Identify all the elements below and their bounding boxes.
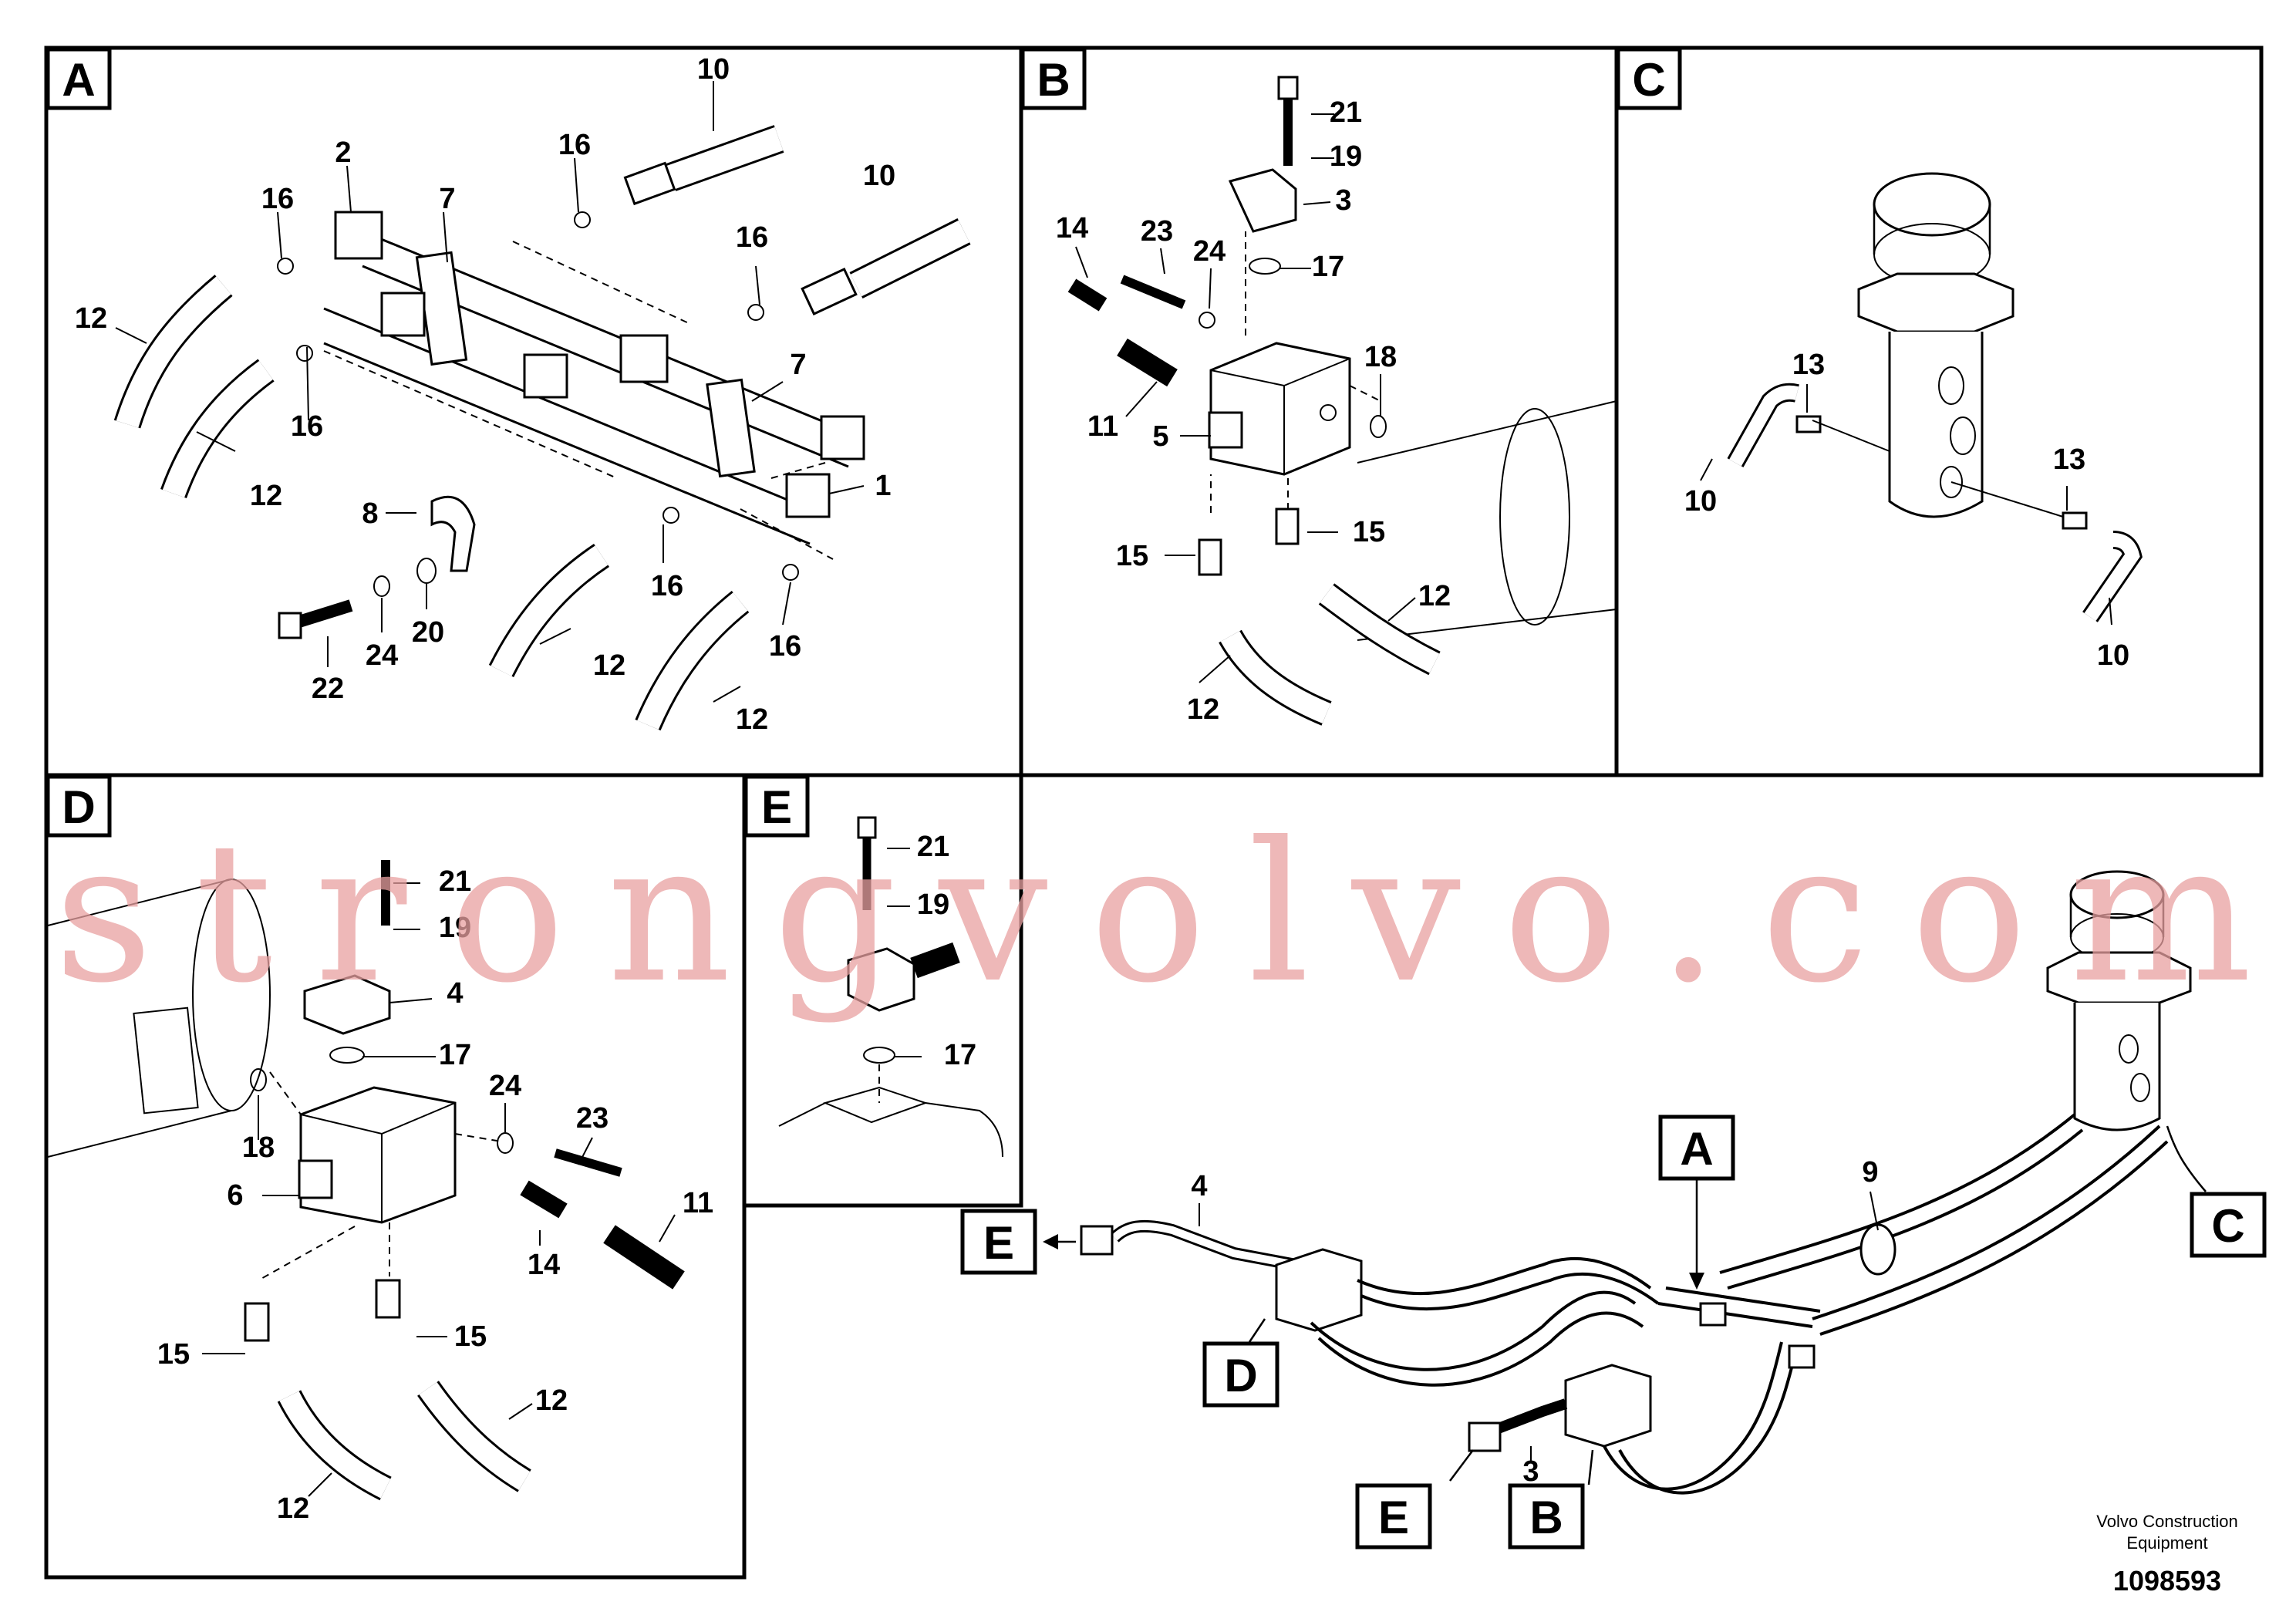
panel-d-drawing <box>47 860 685 1501</box>
callout-b-15-right: 15 <box>1353 516 1385 548</box>
credit-line-1: Volvo Construction <box>2096 1512 2237 1531</box>
callout-a-16-right: 16 <box>736 221 768 254</box>
callout-a-16-lowright: 16 <box>769 630 801 663</box>
panel-e-label: E <box>743 774 810 838</box>
callout-a-2: 2 <box>335 137 351 169</box>
document-number: 1098593 <box>2113 1565 2221 1597</box>
svg-text:C: C <box>1632 54 1665 106</box>
callout-d-4: 4 <box>447 977 463 1010</box>
callout-d-15-right: 15 <box>454 1320 487 1353</box>
callout-a-7-left: 7 <box>439 183 455 215</box>
callout-d-21: 21 <box>439 865 471 898</box>
callout-a-1: 1 <box>875 470 891 502</box>
svg-text:A: A <box>62 54 95 106</box>
callout-b-24: 24 <box>1193 235 1226 268</box>
callout-c-13-left: 13 <box>1792 349 1825 381</box>
callout-b-12-right: 12 <box>1418 580 1451 612</box>
callout-b-17: 17 <box>1312 251 1344 283</box>
callout-c-10-right: 10 <box>2097 639 2129 672</box>
svg-text:E: E <box>761 781 792 833</box>
callout-a-10-right: 10 <box>863 160 895 192</box>
callout-d-24: 24 <box>489 1070 521 1102</box>
overview-marker-e-bottom: E <box>1355 1483 1432 1549</box>
panel-b-label: B <box>1020 47 1087 110</box>
callout-overview-3: 3 <box>1522 1455 1539 1488</box>
callout-c-13-right: 13 <box>2053 443 2085 476</box>
callout-d-19: 19 <box>439 912 471 944</box>
callout-a-16-lower: 16 <box>651 570 683 602</box>
panel-a-drawing <box>113 81 971 731</box>
callout-overview-4: 4 <box>1191 1170 1207 1202</box>
callout-b-5: 5 <box>1152 420 1168 453</box>
callout-d-12-left: 12 <box>277 1492 309 1525</box>
callout-a-16: 16 <box>558 129 591 161</box>
overview-marker-c: C <box>2190 1192 2267 1258</box>
callout-a-7-right: 7 <box>790 349 806 381</box>
callout-c-10-left: 10 <box>1684 485 1717 518</box>
callout-b-14: 14 <box>1056 212 1088 244</box>
watermark-text: strongvolvo.com <box>54 801 2252 1025</box>
callout-overview-9: 9 <box>1862 1156 1878 1189</box>
callout-a-16-left: 16 <box>261 183 294 215</box>
callout-d-14: 14 <box>528 1249 560 1281</box>
overview-drawing <box>1043 870 2207 1495</box>
svg-text:D: D <box>62 781 95 833</box>
callout-d-23: 23 <box>576 1102 609 1135</box>
callout-b-21: 21 <box>1330 96 1362 129</box>
callout-b-23: 23 <box>1141 215 1173 248</box>
callout-d-18: 18 <box>242 1131 275 1164</box>
callout-b-18: 18 <box>1364 341 1397 373</box>
panel-d-label: D <box>46 774 112 838</box>
callout-e-19: 19 <box>917 889 949 921</box>
callout-e-17: 17 <box>944 1039 976 1071</box>
callout-b-19: 19 <box>1330 140 1362 173</box>
panel-c-drawing <box>1700 172 2143 626</box>
callout-b-3: 3 <box>1335 184 1351 217</box>
credit-line-2: Equipment <box>2126 1533 2207 1553</box>
callout-a-22: 22 <box>312 673 344 705</box>
callout-b-15-left: 15 <box>1116 540 1148 572</box>
panel-a-label: A <box>46 47 112 110</box>
callout-d-12-right: 12 <box>535 1384 568 1417</box>
callout-d-11: 11 <box>683 1187 713 1219</box>
overview-marker-a: A <box>1658 1114 1735 1181</box>
overview-marker-d: D <box>1202 1341 1279 1408</box>
callout-b-12-left: 12 <box>1187 693 1219 726</box>
overview-marker-e-left: E <box>960 1209 1037 1275</box>
panel-b-drawing <box>1067 76 1617 726</box>
svg-text:B: B <box>1529 1492 1563 1543</box>
callout-a-12-left: 12 <box>75 302 107 335</box>
panel-e-drawing <box>778 816 1003 1158</box>
callout-d-17: 17 <box>439 1039 471 1071</box>
callout-a-16-mid: 16 <box>291 410 323 443</box>
svg-text:B: B <box>1037 54 1070 106</box>
svg-text:D: D <box>1224 1350 1257 1401</box>
svg-text:E: E <box>983 1217 1014 1269</box>
panel-c-label: C <box>1616 47 1682 110</box>
svg-text:C: C <box>2211 1200 2244 1252</box>
callout-a-8: 8 <box>362 497 378 530</box>
svg-text:E: E <box>1378 1492 1409 1543</box>
svg-text:A: A <box>1680 1123 1713 1175</box>
callout-a-12-lower: 12 <box>593 649 625 682</box>
callout-d-15-left: 15 <box>157 1338 190 1371</box>
callout-a-24: 24 <box>366 639 398 672</box>
panel-a-frame <box>44 46 1023 777</box>
callout-a-12-bottom: 12 <box>736 703 768 736</box>
callout-a-10-top: 10 <box>697 53 730 86</box>
callout-a-12-mid: 12 <box>250 480 282 512</box>
overview-marker-b: B <box>1508 1483 1585 1549</box>
callout-e-21: 21 <box>917 831 949 863</box>
callout-a-20: 20 <box>412 616 444 649</box>
callout-d-6: 6 <box>227 1179 243 1212</box>
callout-b-11: 11 <box>1087 410 1118 443</box>
